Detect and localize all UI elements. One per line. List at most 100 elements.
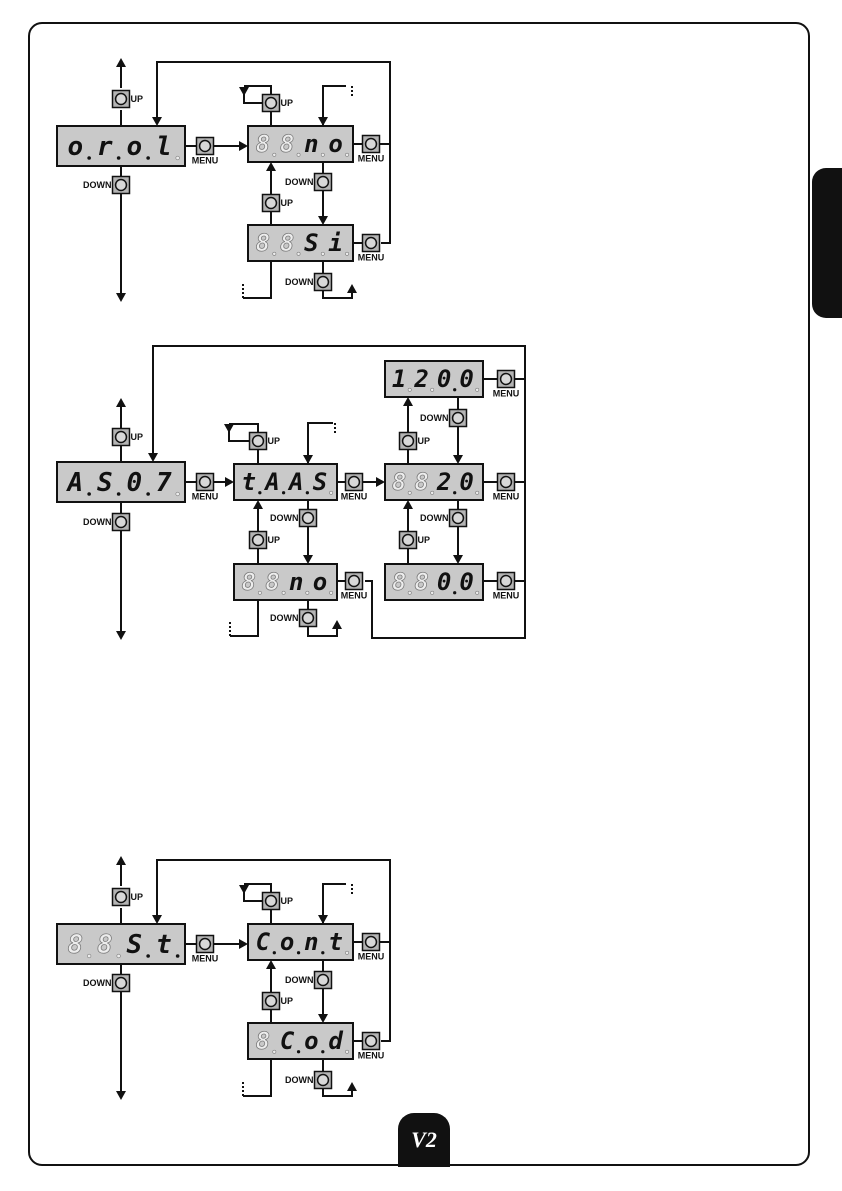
button-circle-icon: [200, 939, 211, 950]
display-digit: 2: [413, 365, 428, 393]
display-digit-unlit: 8: [256, 229, 270, 257]
diagram-2-value-2-up-button: UP: [400, 433, 431, 450]
button-circle-icon: [501, 477, 512, 488]
button-label: DOWN: [420, 413, 449, 423]
decimal-point: [321, 153, 324, 156]
arrowhead: [239, 939, 248, 949]
decimal-point: [431, 591, 434, 594]
decimal-point: [146, 954, 150, 958]
arrowhead: [318, 915, 328, 924]
arrowhead: [332, 620, 342, 629]
decimal-point: [273, 1050, 276, 1053]
decimal-point: [146, 156, 150, 160]
display-digit-unlit: 8: [392, 568, 406, 596]
display-digit: o: [67, 132, 83, 162]
button-label: DOWN: [83, 978, 112, 988]
button-circle-icon: [200, 141, 211, 152]
decimal-point: [176, 492, 180, 496]
button-label: UP: [268, 436, 281, 446]
decimal-point: [345, 153, 348, 156]
button-circle-icon: [453, 413, 464, 424]
arrowhead: [376, 477, 385, 487]
button-circle-icon: [349, 477, 360, 488]
diagram-2-value-display-3: 8800: [385, 564, 483, 600]
decimal-point: [321, 1050, 324, 1053]
arrowhead: [225, 477, 234, 487]
diagram-2-main-up-button: UP: [113, 429, 144, 446]
display-digit: 2: [436, 468, 451, 496]
display-digit: r: [97, 132, 113, 162]
diagram-3-option-1-up-button: UP: [263, 893, 294, 910]
display-digit: d: [328, 1027, 343, 1055]
display-digit: A: [263, 468, 279, 496]
decimal-point: [453, 491, 456, 494]
decimal-point: [176, 156, 180, 160]
arrowhead: [239, 87, 249, 96]
button-circle-icon: [266, 198, 277, 209]
arrowhead: [347, 284, 357, 293]
diagram-1-option-2-menu-button: MENU: [358, 235, 385, 263]
display-digit: S: [126, 930, 142, 960]
button-label: MENU: [192, 156, 219, 166]
display-digit-unlit: 8: [280, 229, 294, 257]
decimal-point: [297, 1050, 300, 1053]
decimal-point: [431, 388, 434, 391]
button-label: MENU: [358, 1051, 385, 1061]
display-digit-unlit: 8: [414, 468, 428, 496]
decimal-point: [476, 491, 479, 494]
decimal-point: [176, 954, 180, 958]
decimal-point: [297, 252, 300, 255]
diagram-2-option-2-down-button: DOWN: [270, 610, 317, 627]
display-digit: A: [65, 468, 83, 498]
arrowhead: [224, 424, 234, 433]
arrowhead: [266, 162, 276, 171]
display-digit: o: [280, 928, 294, 956]
decimal-point: [431, 491, 434, 494]
decimal-point: [345, 1050, 348, 1053]
button-label: DOWN: [285, 277, 314, 287]
display-digit: o: [313, 568, 327, 596]
diagram-2-value-display-1: 1200: [385, 361, 483, 397]
button-circle-icon: [318, 975, 329, 986]
display-digit: 0: [459, 468, 473, 496]
arrowhead: [403, 500, 413, 509]
decimal-point: [282, 591, 285, 594]
diagram-2-option-2-menu-button: MENU: [341, 573, 368, 601]
diagram-2-main-menu-button: MENU: [192, 474, 219, 502]
diagram-3-option-2-down-button: DOWN: [285, 1072, 332, 1089]
button-label: MENU: [493, 492, 520, 502]
flow-line: [308, 423, 333, 464]
arrowhead: [239, 141, 248, 151]
decimal-point: [146, 492, 150, 496]
button-label: DOWN: [285, 1075, 314, 1085]
decimal-point: [329, 591, 332, 594]
decimal-point: [408, 491, 411, 494]
arrowhead: [116, 631, 126, 640]
diagram-1-option-2-up-button: UP: [263, 195, 294, 212]
button-label: UP: [131, 94, 144, 104]
decimal-point: [476, 388, 479, 391]
display-digit: 7: [156, 468, 172, 498]
button-label: DOWN: [285, 177, 314, 187]
button-label: MENU: [358, 154, 385, 164]
flow-line: [323, 86, 346, 126]
arrowhead: [116, 398, 126, 407]
button-label: UP: [131, 432, 144, 442]
display-digit: o: [304, 1027, 318, 1055]
display-digit-unlit: 8: [97, 930, 113, 960]
button-label: MENU: [341, 591, 368, 601]
diagram-2-main-down-button: DOWN: [83, 514, 130, 531]
button-circle-icon: [116, 180, 127, 191]
display-digit: C: [280, 1027, 295, 1055]
button-label: MENU: [341, 492, 368, 502]
arrowhead: [116, 1091, 126, 1100]
diagram-1-main-menu-button: MENU: [192, 138, 219, 166]
display-digit: t: [241, 468, 255, 496]
diagram-2-value-1-menu-button: MENU: [493, 371, 520, 399]
display-digit: o: [126, 132, 142, 162]
diagram-3-option-2-menu-button: MENU: [358, 1033, 385, 1061]
button-label: UP: [281, 996, 294, 1006]
flow-line: [229, 424, 258, 432]
display-digit: 0: [459, 365, 473, 393]
